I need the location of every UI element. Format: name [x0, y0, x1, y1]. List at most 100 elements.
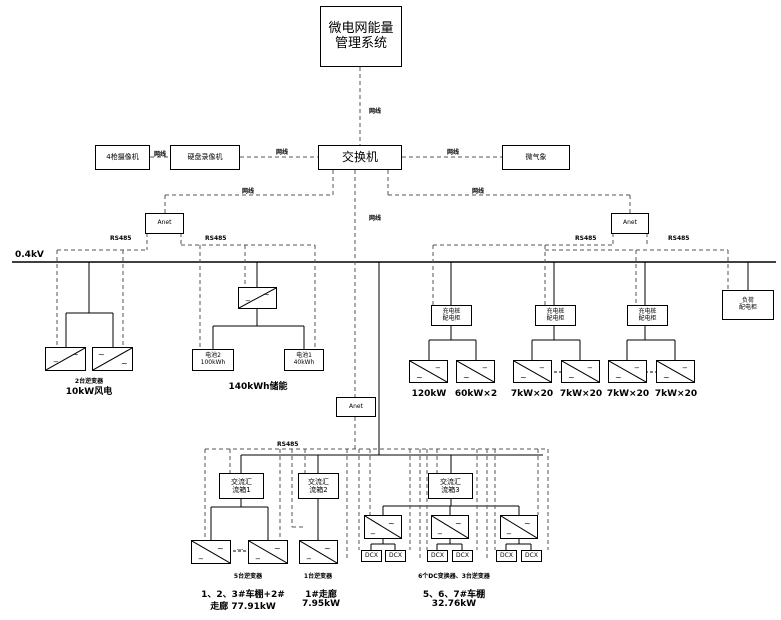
battery-1: 电池1 40kWh: [284, 349, 324, 371]
svg-text:~: ~: [324, 544, 331, 553]
charger-120kw: ~−: [409, 360, 448, 383]
charger-120-label: 120kW: [411, 389, 447, 399]
charger-7kw-b: ~−: [561, 360, 600, 383]
svg-text:~: ~: [263, 290, 270, 299]
svg-text:~: ~: [274, 544, 281, 553]
rs485-label: RS485: [205, 235, 227, 242]
svg-text:−: −: [370, 530, 376, 538]
svg-text:~: ~: [520, 373, 527, 382]
weather-box: 微气象: [502, 145, 570, 170]
wind-inverter-2: ~~: [92, 347, 133, 371]
camera-box: 4枪摄像机: [95, 145, 150, 170]
inverter-icon: −~: [238, 287, 277, 309]
svg-text:−: −: [682, 364, 688, 372]
dcx-box: DCX: [496, 550, 517, 562]
inverter-icon: ~−: [456, 360, 495, 383]
svg-text:~: ~: [663, 373, 670, 382]
network-label: 网线: [368, 215, 382, 222]
anet-right: Anet: [611, 213, 649, 234]
svg-text:~: ~: [524, 519, 531, 528]
rs485-label: RS485: [277, 441, 299, 448]
inverter-icon: ~~: [92, 347, 133, 371]
svg-text:−: −: [587, 364, 593, 372]
svg-text:~: ~: [72, 350, 79, 359]
combiner-3: 交流汇 流箱3: [428, 473, 473, 499]
pv-inverter-count-2: 1台逆变器: [303, 573, 333, 580]
charger-7kw-c: ~−: [608, 360, 647, 383]
svg-text:−: −: [482, 364, 488, 372]
network-label: 网线: [471, 188, 485, 195]
charger-7kw-label: 7kW×20: [559, 389, 603, 399]
inverter-icon: −~: [191, 540, 231, 564]
wind-title: 10kW风电: [65, 387, 113, 397]
pv-inverter-b: −~: [248, 540, 288, 564]
dcx-box: DCX: [385, 550, 406, 562]
battery-2: 电池2 100kWh: [192, 349, 234, 371]
svg-text:−: −: [539, 364, 545, 372]
svg-text:−: −: [53, 358, 59, 366]
svg-text:~: ~: [568, 373, 575, 382]
inverter-icon: ~−: [409, 360, 448, 383]
pv3-title-line1: 5、6、7#车棚: [422, 590, 486, 600]
rs485-label: RS485: [110, 235, 132, 242]
inverter-icon: ~−: [513, 360, 552, 383]
pv1-title-line2: 走廊 77.91kW: [210, 602, 276, 612]
svg-text:~: ~: [615, 373, 622, 382]
svg-text:−: −: [506, 530, 512, 538]
network-label: 网线: [241, 188, 255, 195]
bus-voltage-label: 0.4kV: [15, 250, 44, 260]
inverter-icon: −~: [431, 515, 469, 539]
ems-box: 微电网能量 管理系统: [320, 6, 402, 67]
pv-inverter-count-1: 5台逆变器: [233, 573, 263, 580]
dcx-box: DCX: [452, 550, 473, 562]
storage-title: 140kWh储能: [228, 382, 288, 392]
pile-cabinet-3: 充电桩 配电柜: [627, 305, 668, 326]
pv-inverter-d: −~: [364, 515, 402, 539]
charger-7kw-label: 7kW×20: [606, 389, 650, 399]
wind-inverter-count: 2台逆变器: [74, 378, 104, 385]
charger-60kw: ~−: [456, 360, 495, 383]
pv3-title-line2: 32.76kW: [431, 599, 477, 609]
svg-text:−: −: [198, 555, 204, 563]
svg-text:−: −: [255, 555, 261, 563]
network-label: 网线: [153, 151, 167, 158]
load-cabinet: 负荷 配电柜: [722, 290, 774, 320]
rs485-label: RS485: [668, 235, 690, 242]
network-label: 网线: [446, 149, 460, 156]
svg-text:−: −: [435, 364, 441, 372]
dcx-box: DCX: [521, 550, 542, 562]
pv-inverter-c: −~: [299, 540, 338, 564]
svg-text:~: ~: [388, 519, 395, 528]
charger-7kw-label: 7kW×20: [654, 389, 698, 399]
svg-text:−: −: [306, 555, 312, 563]
anet-left: Anet: [145, 213, 184, 234]
svg-text:~: ~: [217, 544, 224, 553]
pv-inverter-f: −~: [500, 515, 538, 539]
pv2-title-line2: 7.95kW: [301, 599, 341, 609]
inverter-icon: −~: [500, 515, 538, 539]
inverter-icon: ~−: [656, 360, 695, 383]
charger-7kw-a: ~−: [513, 360, 552, 383]
pv2-title-line1: 1#走廊: [305, 590, 337, 600]
pv1-title-line1: 1、2、3#车棚+2#: [201, 590, 285, 600]
svg-text:~: ~: [98, 350, 105, 359]
inverter-icon: −~: [248, 540, 288, 564]
network-label: 网线: [275, 149, 289, 156]
inverter-icon: ~−: [608, 360, 647, 383]
svg-text:−: −: [437, 530, 443, 538]
combiner-2: 交流汇 流箱2: [298, 473, 339, 499]
dcx-box: DCX: [427, 550, 448, 562]
nvr-box: 硬盘录像机: [170, 145, 240, 170]
switch-box: 交换机: [318, 145, 402, 170]
pv-inverter-e: −~: [431, 515, 469, 539]
svg-text:−: −: [245, 297, 251, 305]
charger-7kw-label: 7kW×20: [510, 389, 554, 399]
inverter-icon: −~: [299, 540, 338, 564]
inverter-icon: −~: [45, 347, 86, 371]
rs485-label: RS485: [575, 235, 597, 242]
inverter-icon: ~−: [561, 360, 600, 383]
svg-text:~: ~: [463, 373, 470, 382]
inverter-icon: −~: [364, 515, 402, 539]
network-label: 网线: [368, 108, 382, 115]
